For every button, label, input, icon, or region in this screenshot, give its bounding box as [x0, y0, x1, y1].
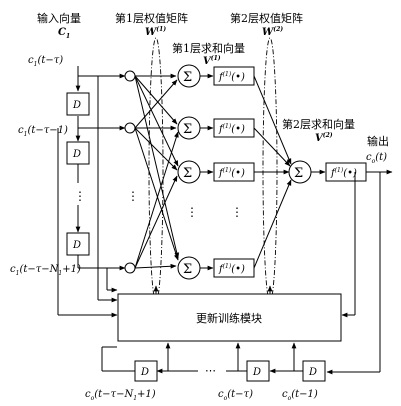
- input-vector-symbol: C1: [58, 27, 70, 40]
- svg-text:D: D: [72, 149, 81, 160]
- svg-text:Σ: Σ: [183, 262, 192, 277]
- input-node-1: [124, 122, 136, 134]
- layer1-weight-region: [148, 37, 164, 303]
- svg-text:D: D: [252, 367, 261, 378]
- layer2-sum-vector-label: 第2层求和向量: [282, 117, 355, 131]
- layer2-weight-matrix-label: 第2层权值矩阵: [230, 11, 303, 25]
- layer1-sum-vector-symbol: V(1): [203, 55, 221, 67]
- activation-box-0: f(1)(•): [213, 66, 255, 86]
- svg-text:D: D: [72, 100, 81, 111]
- layer2-connections: [253, 75, 292, 269]
- output-symbol: co(t): [366, 152, 387, 165]
- svg-text:D: D: [72, 240, 81, 251]
- activation-box-2: f(1)(•): [213, 162, 255, 182]
- input-vector-label: 输入向量: [37, 11, 81, 25]
- sum-node-2: Σ: [177, 160, 201, 184]
- feedback-label-0: co(t−τ−N1+1): [85, 389, 156, 402]
- delay-box-input-0: D: [66, 92, 90, 116]
- activation-box-3: f(1)(•): [213, 258, 255, 278]
- svg-text:Σ: Σ: [183, 122, 192, 137]
- feedback-ellipsis: ⋯: [205, 364, 216, 377]
- sum-node-0: Σ: [177, 64, 201, 88]
- svg-text:f(1)(•): f(1)(•): [330, 167, 357, 179]
- layer1-sum-vector-label: 第1层求和向量: [172, 41, 245, 55]
- layer1-weight-matrix-symbol: W(1): [145, 26, 166, 38]
- layer2-weight-region: [262, 37, 278, 303]
- svg-text:Σ: Σ: [294, 166, 303, 181]
- output-label: 输出: [367, 134, 389, 148]
- layer2-sum-vector-symbol: V(2): [315, 132, 333, 144]
- delay-box-feedback-2: D: [302, 360, 326, 382]
- layer1-connections: [134, 73, 180, 269]
- sum-ellipsis: ⋮: [186, 205, 198, 219]
- sum-node-1: Σ: [177, 116, 201, 140]
- feedback-label-2: co(t−1): [282, 389, 318, 402]
- svg-text:f(1)(•): f(1)(•): [218, 71, 245, 83]
- input-node-2: [124, 262, 136, 274]
- output-activation-box: f(1)(•): [325, 162, 367, 182]
- svg-text:D: D: [140, 367, 149, 378]
- delay-box-input-1: D: [66, 141, 90, 165]
- svg-text:Σ: Σ: [183, 166, 192, 181]
- svg-text:更新训练模块: 更新训练模块: [196, 311, 262, 325]
- svg-text:D: D: [308, 367, 317, 378]
- activation-ellipsis: ⋮: [231, 205, 243, 219]
- svg-text:f(1)(•): f(1)(•): [218, 263, 245, 275]
- svg-text:f(1)(•): f(1)(•): [218, 123, 245, 135]
- layer1-weight-matrix-label: 第1层权值矩阵: [115, 11, 188, 25]
- input-label-last: c1(t−τ−N1+1): [10, 264, 81, 277]
- layer2-weight-matrix-symbol: W(2): [262, 26, 283, 38]
- delay-box-feedback-1: D: [246, 360, 270, 382]
- sum-node-3: Σ: [177, 256, 201, 280]
- input-label-1: c1(t−τ−1): [18, 125, 68, 138]
- svg-text:Σ: Σ: [183, 70, 192, 85]
- feedback-label-1: co(t−τ): [218, 389, 253, 402]
- svg-text:f(1)(•): f(1)(•): [218, 167, 245, 179]
- input-label-0: c1(t−τ): [28, 55, 63, 68]
- input-ellipsis: ⋮: [74, 189, 86, 203]
- node-ellipsis: ⋮: [127, 189, 139, 203]
- delay-box-feedback-0: D: [134, 360, 158, 382]
- input-node-0: [124, 70, 136, 82]
- layer2-sum-node: Σ: [288, 160, 312, 184]
- activation-box-1: f(1)(•): [213, 118, 255, 138]
- delay-box-input-2: D: [66, 232, 90, 256]
- update-training-module: 更新训练模块: [117, 293, 342, 342]
